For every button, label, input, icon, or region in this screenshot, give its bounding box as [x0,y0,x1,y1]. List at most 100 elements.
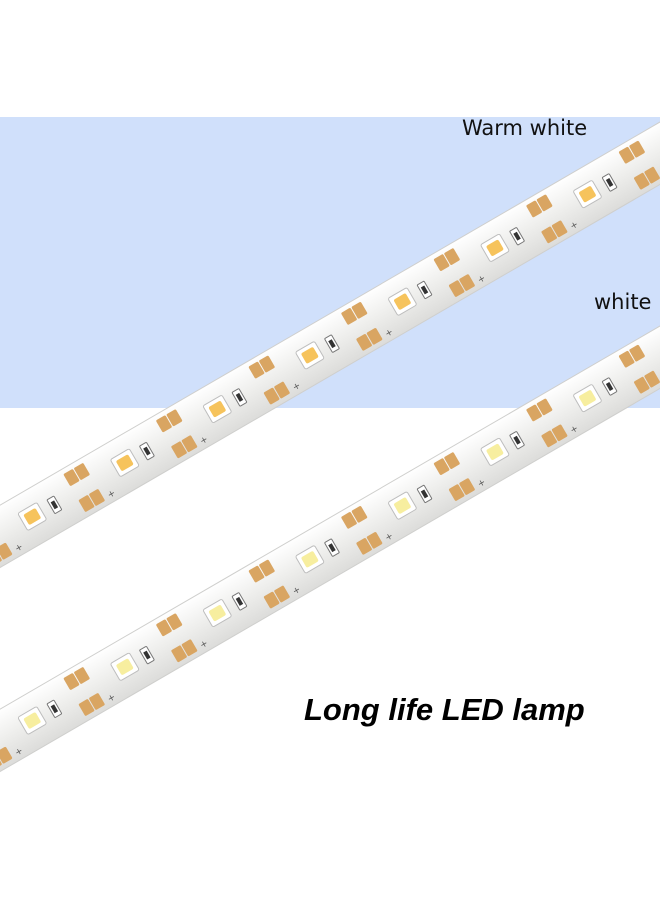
solder-pad [89,693,105,710]
polarity-mark: + [199,435,211,447]
polarity-mark: + [384,531,396,543]
solder-pad [259,355,275,373]
strip-segment: + [341,484,433,555]
solder-pad [551,424,568,442]
solder-pad [526,404,542,422]
polarity-mark: + [291,585,303,597]
resistor-body [50,704,59,714]
warm-white-strip: + + + + + + + + [0,108,660,570]
led-emitter [394,497,411,514]
solder-pad [541,226,557,244]
white-strip: + + + + + + + + [0,312,660,774]
resistor-body [143,650,151,660]
polarity-mark: + [13,746,25,758]
led-emitter [579,186,596,203]
solder-pad [0,746,13,764]
solder-pad [433,458,450,475]
solder-pad [351,302,368,319]
solder-pad [541,430,557,448]
solder-pad [63,673,80,690]
white-label: white [594,290,652,314]
solder-pad [366,328,383,345]
led-emitter [579,390,596,407]
polarity-mark: + [199,639,211,651]
strip-segment: + [63,442,155,512]
led-emitter [394,293,411,310]
warm-white-label: Warm white [462,116,588,140]
resistor-body [235,392,244,402]
polarity-mark: + [106,692,118,704]
strip-segment: + [248,334,340,405]
solder-pad [63,469,80,486]
solder-pad [171,645,187,663]
solder-pad [263,387,280,405]
solder-pad [166,409,183,427]
solder-pad [274,585,290,603]
solder-pad [536,194,553,212]
polarity-mark: + [291,381,303,393]
solder-pad [341,308,357,325]
polarity-mark: + [569,220,581,232]
solder-pad [629,344,645,362]
solder-pad [263,591,280,609]
solder-pad [248,361,265,379]
strip-body [0,312,660,774]
solder-pad [634,376,650,394]
solder-pad [444,248,460,265]
polarity-mark: + [569,424,581,436]
solder-pad [356,538,372,555]
strip-segment: + [433,227,525,297]
solder-pad [351,506,368,523]
strip-segment: + [618,140,660,190]
polarity-mark: + [476,274,488,286]
strip-segment: + [433,431,525,501]
solder-pad [618,350,635,368]
resistor-body [143,446,151,456]
solder-pad [166,613,183,631]
solder-pad [74,463,90,480]
solder-pad [74,667,90,684]
polarity-mark: + [476,478,488,490]
solder-pad [366,532,383,549]
solder-pad [629,140,645,158]
solder-pad [444,452,460,469]
solder-pad [644,370,660,388]
solder-pad [259,559,275,577]
led-emitter [208,401,226,418]
product-caption: Long life LED lamp [304,692,585,727]
solder-pad [459,478,475,495]
solder-pad [551,220,568,238]
strip-segment: + [341,280,433,351]
polarity-mark: + [384,327,396,339]
solder-pad [274,381,290,399]
solder-pad [433,254,450,271]
strip-segment: + [526,377,618,448]
resistor-body [328,339,336,349]
resistor-body [328,543,336,553]
solder-pad [459,274,475,291]
solder-pad [356,334,372,351]
solder-pad [341,512,357,529]
strip-segment: + [63,646,155,716]
solder-pad [181,639,198,657]
solder-pad [0,542,13,560]
strip-segment: + [156,592,248,663]
resistor-body [50,500,59,510]
led-emitter [208,605,226,622]
solder-pad [448,280,465,297]
strip-segment: + [618,344,660,394]
solder-pad [171,441,187,459]
polarity-mark: + [13,542,25,554]
led-emitter [486,443,504,460]
strip-segment: + [248,538,340,609]
solder-pad [536,398,553,416]
solder-pad [248,565,265,583]
resistor-body [420,285,429,295]
solder-pad [156,619,172,637]
solder-pad [181,435,198,453]
resistor-body [605,382,614,391]
resistor-body [605,178,614,187]
solder-pad [89,489,105,506]
strip-segment: + [0,495,62,566]
